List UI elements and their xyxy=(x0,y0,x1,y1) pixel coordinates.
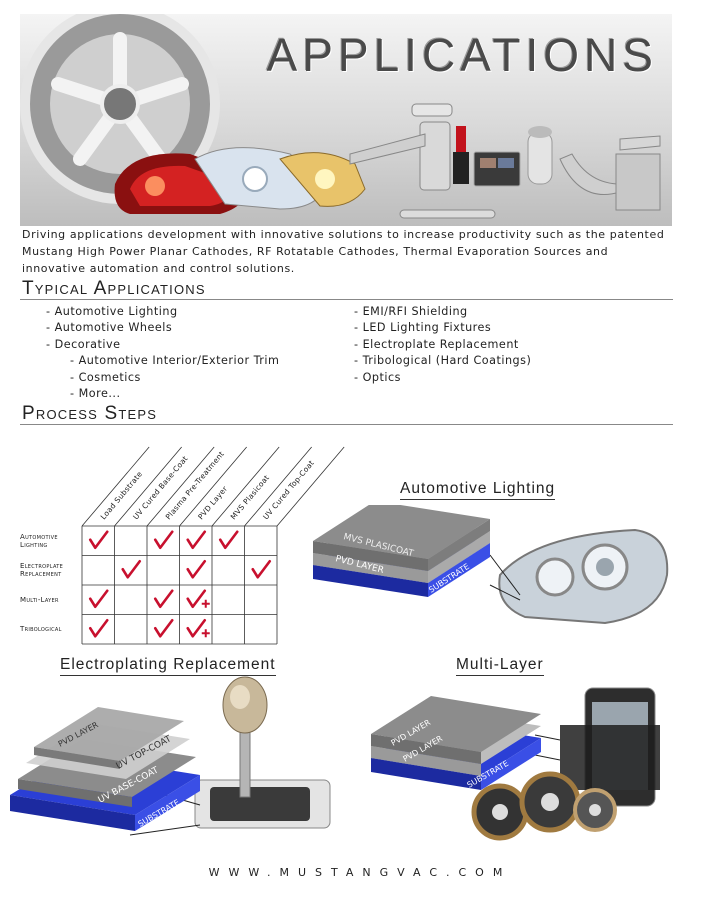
process-row-label: Tribological xyxy=(20,625,62,633)
check-mark xyxy=(186,559,207,579)
plus-mark xyxy=(201,629,210,638)
row-label-line: Lighting xyxy=(20,540,48,549)
check-mark xyxy=(153,618,174,638)
divider xyxy=(20,299,673,300)
row-label-line: Tribological xyxy=(20,625,62,634)
process-column-label: PVD Layer xyxy=(196,484,230,522)
automotive-lighting-illustration: MVS PLASICOAT PVD LAYER SUBSTRATE xyxy=(313,505,669,625)
application-item: - EMI/RFI Shielding xyxy=(354,305,468,318)
applications-list-left: - Automotive Lighting - Automotive Wheels… xyxy=(46,304,279,402)
shaker-graphic xyxy=(527,131,553,185)
grid-line xyxy=(81,446,150,527)
check-mark xyxy=(186,589,207,609)
multi-layer-caption: Multi-Layer xyxy=(456,656,544,676)
electroplating-illustration: PVD LAYER UV TOP-COAT UV BASE-COAT SUBST… xyxy=(10,676,331,836)
application-item: - Optics xyxy=(354,370,401,384)
application-item: - Cosmetics xyxy=(70,370,141,384)
process-column-label: UV Cured Base-Coat xyxy=(131,454,190,521)
door-handle-graphic xyxy=(559,135,661,211)
faucet-graphic xyxy=(349,103,496,219)
grid-line xyxy=(146,446,215,527)
grid-line xyxy=(276,446,345,527)
application-item: - Automotive Interior/Exterior Trim xyxy=(70,354,280,368)
process-column-label: Plasma Pre-Treatment xyxy=(164,449,226,521)
check-mark xyxy=(218,530,239,550)
electroplating-replacement-caption: Electroplating Replacement xyxy=(60,656,276,676)
check-mark xyxy=(186,618,207,638)
banner-title: APPLICATIONS xyxy=(266,29,658,81)
row-label-line: Replacement xyxy=(20,570,62,579)
application-item: - More... xyxy=(70,387,121,401)
plus-mark xyxy=(201,599,210,608)
applications-list-right: - EMI/RFI Shielding - LED Lighting Fixtur… xyxy=(354,304,531,386)
grid-line xyxy=(244,446,312,527)
website-url[interactable]: WWW.MUSTANGVAC.COM xyxy=(208,866,512,879)
hero-products-image xyxy=(20,14,661,219)
hero-banner: APPLICATIONS xyxy=(20,14,672,226)
check-mark xyxy=(88,618,109,638)
application-item: - Decorative xyxy=(46,337,121,351)
application-item: - Tribological (Hard Coatings) xyxy=(354,354,532,368)
application-item: - Electroplate Replacement xyxy=(354,337,519,351)
check-mark xyxy=(186,530,207,550)
lipstick-graphic xyxy=(456,126,466,152)
process-row-label: Multi-Layer xyxy=(20,596,59,604)
check-mark xyxy=(251,559,272,579)
check-mark xyxy=(121,559,142,579)
cutting-tools-graphic xyxy=(471,771,617,841)
compact-graphic xyxy=(473,151,521,187)
check-mark xyxy=(153,589,174,609)
row-label-line: Multi-Layer xyxy=(20,595,59,604)
check-mark xyxy=(153,530,174,550)
process-steps-heading: Process Steps xyxy=(22,403,158,424)
divider xyxy=(20,424,673,425)
typical-applications-heading: Typical Applications xyxy=(22,278,206,299)
check-mark xyxy=(88,589,109,609)
automotive-lighting-caption: Automotive Lighting xyxy=(400,480,556,500)
intro-paragraph: Driving applications development with in… xyxy=(22,228,665,275)
row-label-line: Electroplate xyxy=(20,562,64,571)
multi-layer-illustration: PVD LAYER PVD LAYER SUBSTRATE xyxy=(371,687,660,841)
grid-line xyxy=(211,446,280,527)
application-item: - Automotive Wheels xyxy=(46,321,173,335)
check-mark xyxy=(88,530,109,550)
wheel-graphic xyxy=(20,14,220,204)
grid-line xyxy=(179,446,247,527)
row-label-line: Automotive xyxy=(20,532,58,541)
grid-line xyxy=(114,446,182,527)
application-item: - Automotive Lighting xyxy=(46,305,178,318)
application-item: - LED Lighting Fixtures xyxy=(354,321,492,335)
